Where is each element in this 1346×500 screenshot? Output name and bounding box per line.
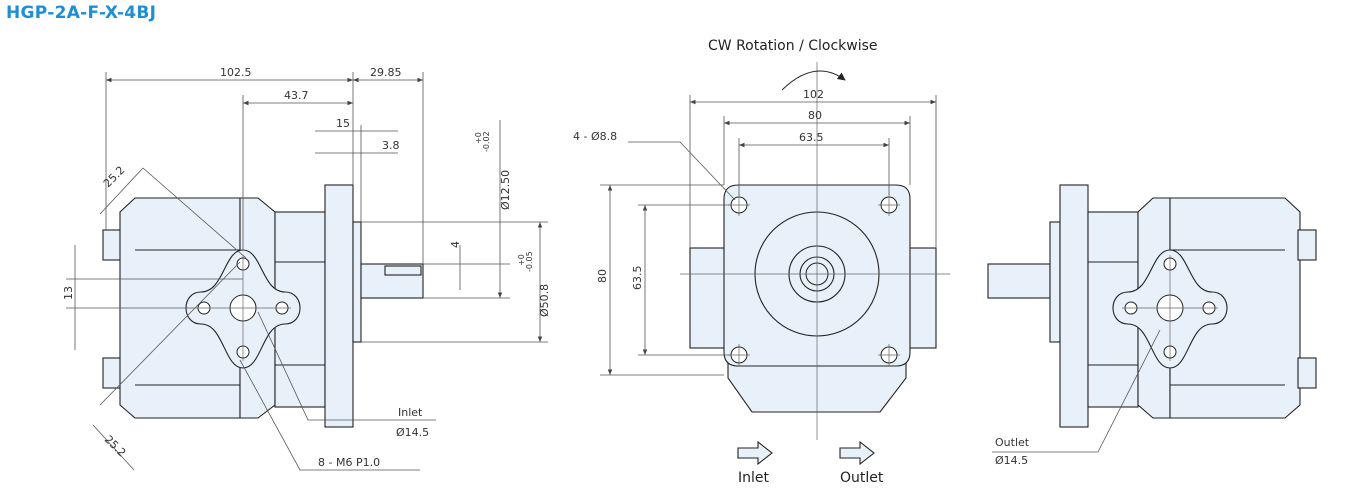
front-view-body xyxy=(680,62,950,440)
side-view-body xyxy=(102,184,424,428)
front-view: CW Rotation / Clockwise 102 80 63.5 80 6… xyxy=(573,38,950,486)
rotation-arrow-icon xyxy=(781,70,846,91)
dim-shaft-tol-upper: +0 xyxy=(474,132,483,144)
dim-shaft-diameter: Ø12.50 xyxy=(499,170,512,210)
dim-key-width: 4 xyxy=(449,241,462,248)
dim-width-overall: 102 xyxy=(803,88,824,101)
dim-shaft-tol-lower: -0.02 xyxy=(482,131,491,152)
rotation-label: CW Rotation / Clockwise xyxy=(708,38,878,54)
dim-pilot-tol-upper: +0 xyxy=(517,254,526,266)
front-view-dimensions xyxy=(600,70,937,466)
dim-overall-length: 102.5 xyxy=(220,66,252,79)
thread-label: 8 - M6 P1.0 xyxy=(318,456,380,469)
dim-diagonal-upper: 25.2 xyxy=(101,164,128,191)
rear-view-body xyxy=(987,184,1317,428)
outlet-arrow-icon xyxy=(839,440,875,466)
dim-step: 15 xyxy=(336,117,350,130)
dim-flange-to-port: 43.7 xyxy=(284,89,309,102)
dim-pilot-tol-lower: -0.05 xyxy=(525,251,534,272)
dim-pilot-diameter: Ø50.8 xyxy=(538,284,551,317)
rear-outlet-size: Ø14.5 xyxy=(995,454,1028,467)
inlet-size: Ø14.5 xyxy=(396,426,429,439)
front-inlet-label: Inlet xyxy=(738,470,770,486)
holes-label: 4 - Ø8.8 xyxy=(573,130,617,143)
inlet-label: Inlet xyxy=(398,406,423,419)
front-outlet-label: Outlet xyxy=(840,470,884,486)
inlet-arrow-icon xyxy=(737,440,773,466)
dim-port-offset: 13 xyxy=(62,286,75,300)
rear-outlet-label: Outlet xyxy=(995,436,1030,449)
dim-height-63-5: 63.5 xyxy=(631,266,644,291)
dim-shaft-length: 29.85 xyxy=(370,66,402,79)
dim-key-offset: 3.8 xyxy=(382,139,400,152)
dim-width-80: 80 xyxy=(808,109,822,122)
side-view-dimensions xyxy=(66,72,548,471)
drawing-title: HGP-2A-F-X-4BJ xyxy=(6,3,157,23)
dim-height-80: 80 xyxy=(596,269,609,283)
dim-diagonal-lower: 25.2 xyxy=(102,433,129,460)
dim-width-63-5: 63.5 xyxy=(799,131,824,144)
rear-view: Outlet Ø14.5 xyxy=(987,184,1317,467)
side-view: 102.5 29.85 43.7 15 3.8 Ø12.50 +0 -0.02 … xyxy=(62,66,551,471)
outlet-leader xyxy=(992,329,1161,453)
